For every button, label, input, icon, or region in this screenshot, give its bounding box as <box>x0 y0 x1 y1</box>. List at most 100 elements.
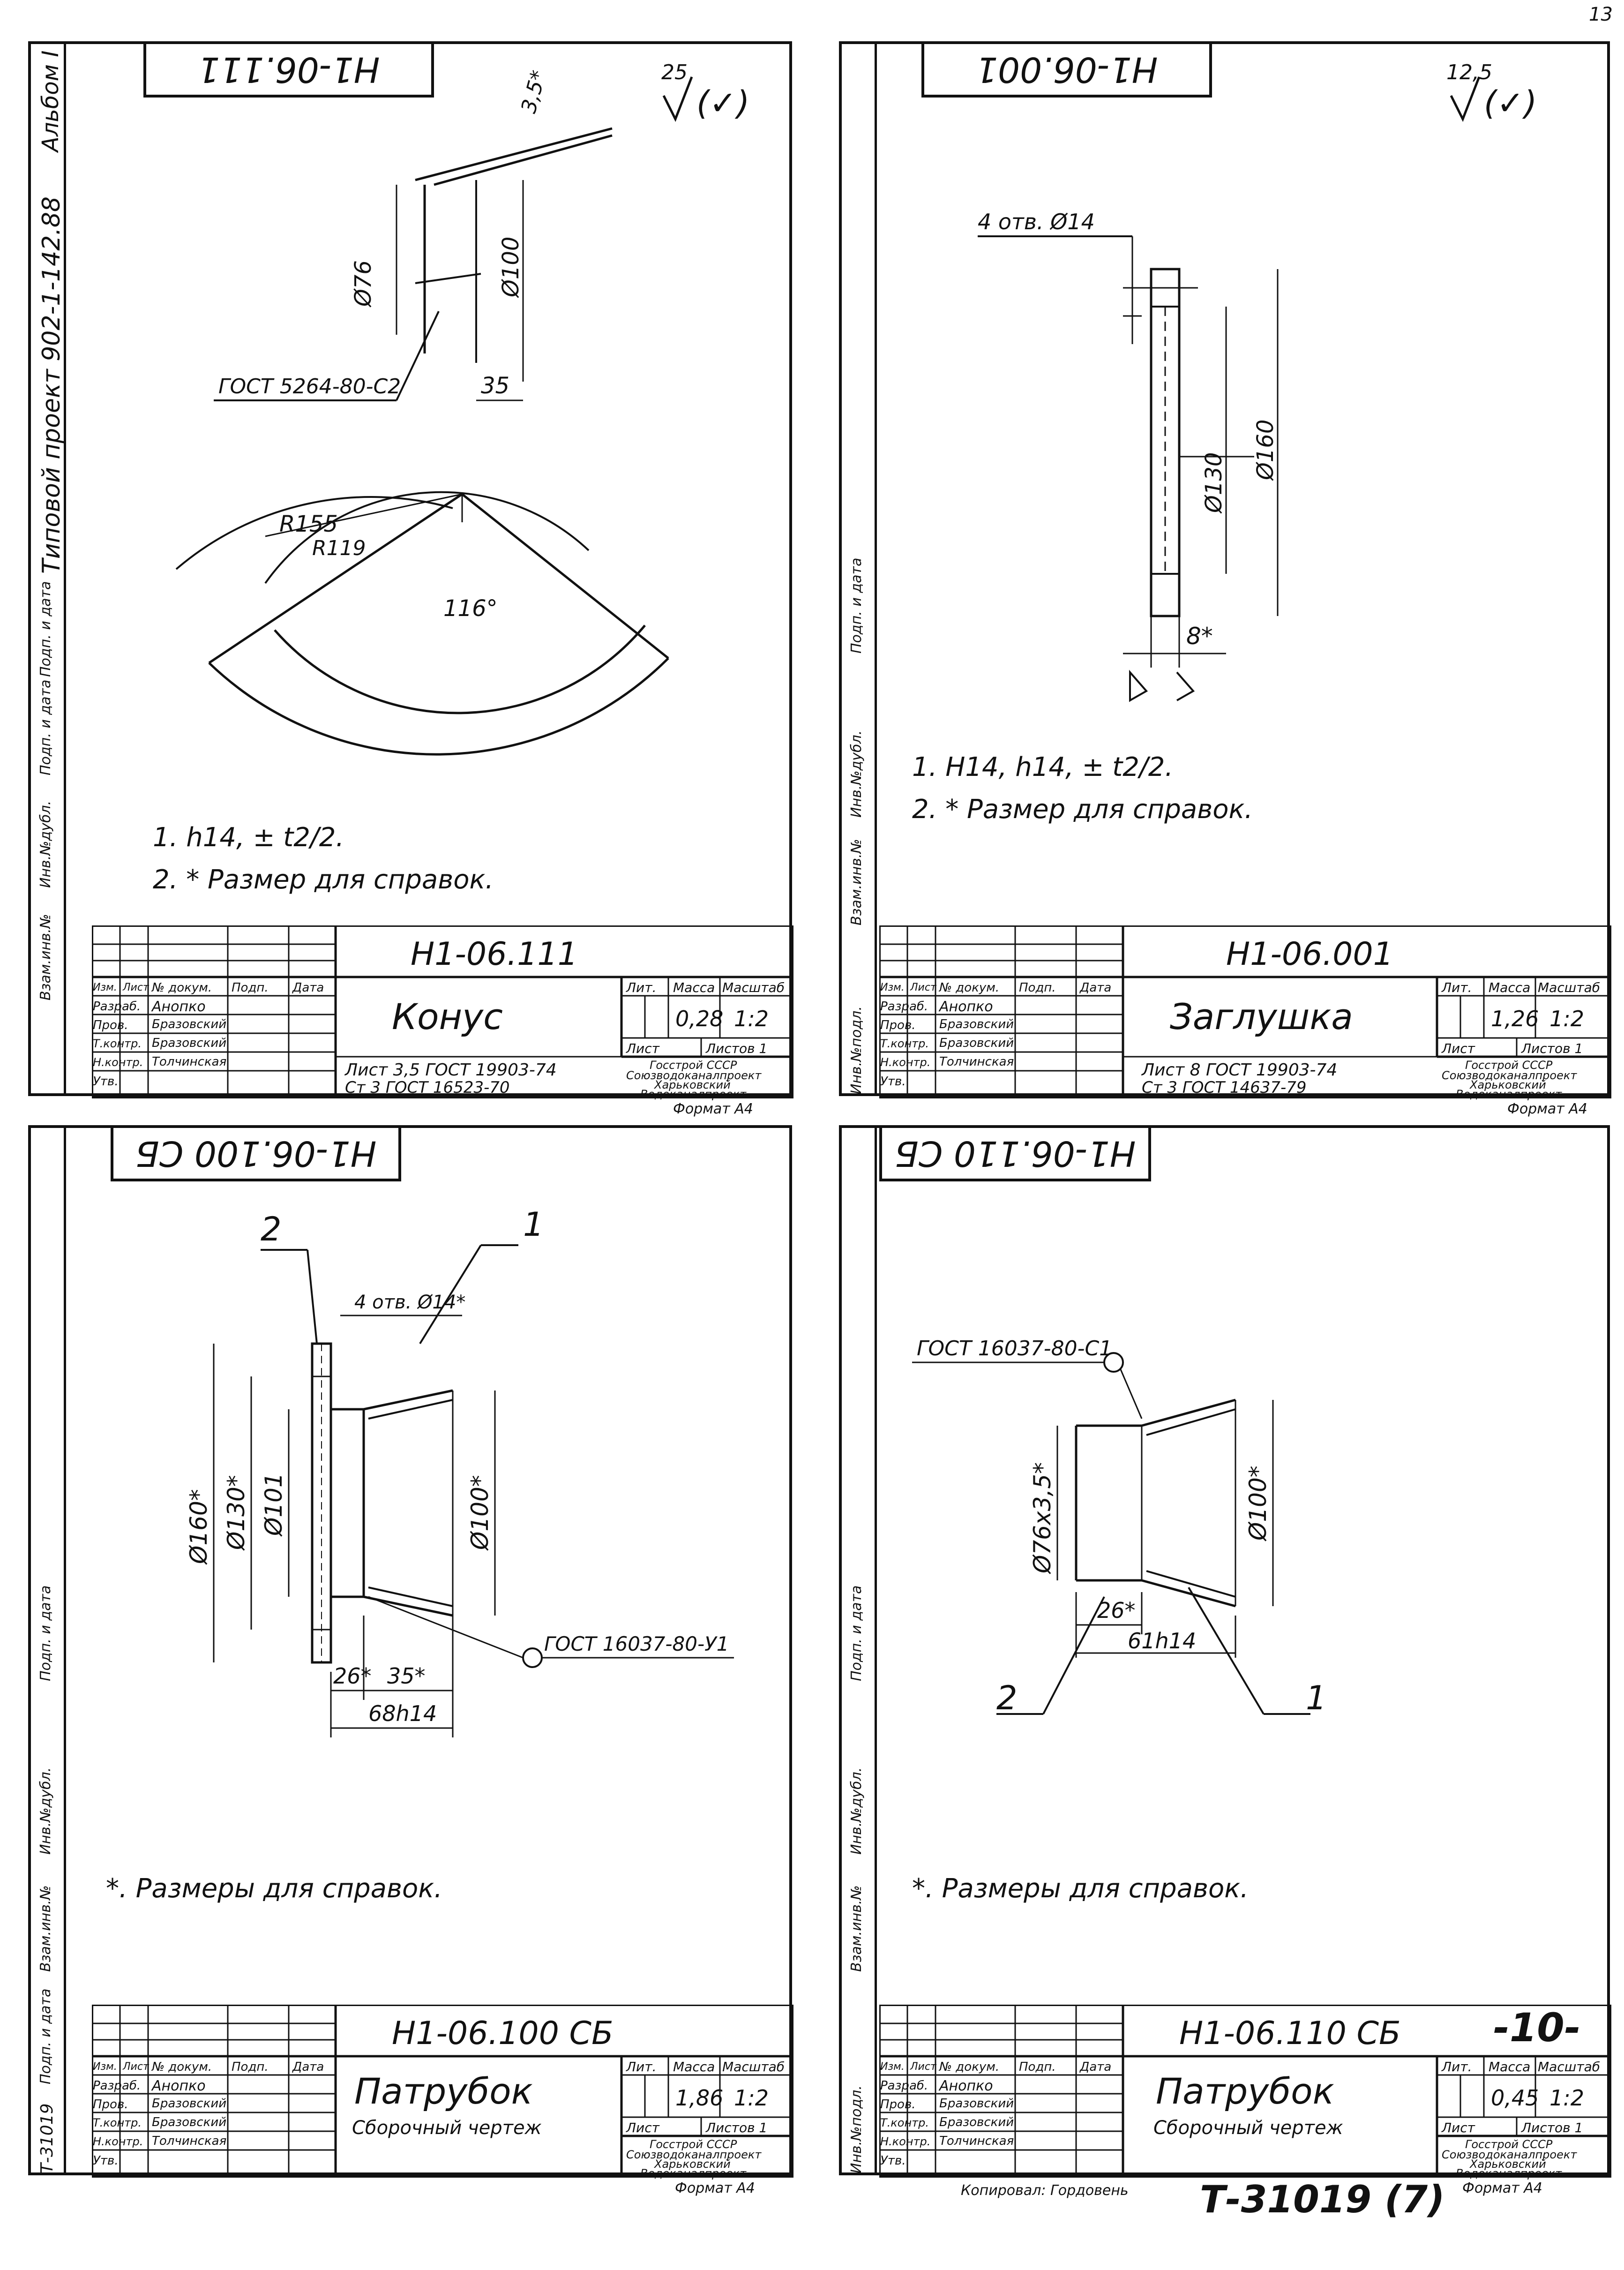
tb-format: Формат А4 <box>1507 1101 1587 1117</box>
drawing-sheet-patrubok-110: Подп. и дата Инв.№дубл. Взам.инв.№ Инв.№… <box>839 1125 1611 2180</box>
dim-d130: Ø130 <box>1201 452 1227 514</box>
tb-name: Бразовский <box>152 1036 227 1050</box>
tb-h-lit: Лит. <box>626 2059 657 2075</box>
tb-name: Анопко <box>152 999 206 1015</box>
tb-org-4: Водоканалпроект <box>640 1088 747 1101</box>
drawing-patrubok-100: 2 1 4 отв. Ø14* Ø160* Ø130* Ø101 Ø100* <box>185 1205 734 1737</box>
tb-h-lit: Лит. <box>1442 2059 1472 2075</box>
tb-subtitle: Сборочный чертеж <box>1153 2117 1343 2139</box>
tb-name: Толчинская <box>939 1055 1014 1069</box>
bottom-stamp: Т-31019 (7) <box>1200 2178 1445 2221</box>
tb-h-sign: Подп. <box>1019 981 1056 995</box>
tb-h-izm: Изм. <box>880 2061 905 2073</box>
tb-format: Формат А4 <box>1462 2180 1542 2196</box>
note-1: 1. h14, ± t2/2. <box>153 822 344 853</box>
tb-subtitle: Сборочный чертеж <box>352 2117 542 2139</box>
radius-r119: R119 <box>312 536 366 560</box>
tb-name: Бразовский <box>152 2097 227 2111</box>
dim-68h14: 68h14 <box>368 1701 437 1726</box>
tb-role: Н.контр. <box>93 1056 143 1069</box>
dim-d101: Ø101 <box>260 1473 287 1537</box>
tb-scale: 1:2 <box>1549 1006 1585 1031</box>
tb-code: Н1-06.100 СБ <box>392 2015 614 2052</box>
side-label: Инв.№подл. <box>848 1006 865 1094</box>
tb-org-4: Водоканалпроект <box>1456 1088 1562 1101</box>
dim-61h14: 61h14 <box>1128 1628 1196 1654</box>
roughness-circle-mark: (✓) <box>696 84 749 122</box>
tb-scale: 1:2 <box>734 2085 769 2111</box>
tb-h-doc: № докум. <box>939 2060 1000 2074</box>
tb-mass: 1,26 <box>1491 1006 1539 1031</box>
dim-d160: Ø160 <box>1252 420 1279 481</box>
tb-h-lit: Лит. <box>1442 980 1472 995</box>
tb-mass: 1,86 <box>675 2085 724 2111</box>
side-label: Инв.№подл. <box>848 2085 865 2173</box>
tb-h-date: Дата <box>1080 981 1112 995</box>
part-number-2: 2 <box>261 1210 282 1248</box>
tb-material-1: Лист 8 ГОСТ 19903-74 <box>1142 1060 1338 1080</box>
dim-26: 26* <box>1097 1598 1136 1623</box>
tb-role: Утв. <box>880 1075 906 1089</box>
tb-mass: 0,28 <box>675 1006 724 1031</box>
sheet-code-box: Н1-06.110 СБ <box>879 1125 1151 1181</box>
tb-title: Патрубок <box>354 2070 533 2112</box>
tb-h-sign: Подп. <box>232 981 269 995</box>
weld-spec: ГОСТ 16037-80-С1 <box>917 1337 1112 1360</box>
note-1: *. Размеры для справок. <box>912 1873 1249 1904</box>
tb-h-sheets: Листов 1 <box>706 1041 768 1056</box>
tb-title: Патрубок <box>1156 2070 1334 2112</box>
tb-role: Разраб. <box>880 2079 928 2093</box>
dim-d160: Ø160* <box>185 1489 212 1565</box>
tb-format: Формат А4 <box>673 1101 753 1117</box>
tb-title: Конус <box>392 996 503 1037</box>
side-column <box>31 44 66 1093</box>
tb-h-lit: Лит. <box>626 980 657 995</box>
title-block-grid <box>92 2005 793 2178</box>
tb-org-3: Харьковский <box>1470 1078 1546 1091</box>
drawing-patrubok-110: ГОСТ 16037-80-С1 Ø76х3,5* Ø100* 26* 61h1… <box>912 1337 1327 1717</box>
tb-h-doc: № докум. <box>939 981 1000 995</box>
tb-role: Пров. <box>93 1018 128 1032</box>
tb-h-list: Лист <box>910 2061 936 2073</box>
drawing-sheet-konus: Альбом I Типовой проект 902-1-142.88 Под… <box>28 41 793 1117</box>
dim-holes: 4 отв. Ø14* <box>354 1292 465 1313</box>
weld-spec: ГОСТ 16037-80-У1 <box>544 1632 729 1655</box>
tb-org-3: Харьковский <box>654 1078 731 1091</box>
tb-h-scale: Масштаб <box>722 980 785 995</box>
tb-h-list: Лист <box>123 982 149 993</box>
side-column <box>842 44 877 1093</box>
tb-name: Бразовский <box>152 2115 227 2129</box>
tb-mass: 0,45 <box>1491 2085 1539 2111</box>
tb-name: Бразовский <box>939 1036 1014 1050</box>
roughness-value: 12,5 <box>1446 60 1492 84</box>
tb-role: Т.контр. <box>880 2116 929 2129</box>
tb-h-scale: Масштаб <box>722 2059 785 2075</box>
tb-org-1: Госстрой СССР <box>1465 1059 1553 1072</box>
tb-code: Н1-06.110 СБ <box>1179 2015 1401 2052</box>
tb-role: Пров. <box>93 2097 128 2112</box>
dim-d100: Ø100* <box>466 1475 494 1551</box>
tb-org-4: Водоканалпроект <box>1456 2167 1562 2180</box>
tb-h-doc: № докум. <box>152 2060 212 2074</box>
tb-name: Бразовский <box>939 1017 1014 1031</box>
tb-h-izm: Изм. <box>880 982 905 993</box>
page-corner-number: 13 <box>1589 4 1613 25</box>
side-label: Подп. и дата <box>37 1988 54 2084</box>
tb-material-1: Лист 3,5 ГОСТ 19903-74 <box>345 1060 557 1080</box>
tb-format: Формат А4 <box>675 2180 755 2196</box>
tb-h-sheets: Листов 1 <box>706 2120 768 2135</box>
side-column <box>31 1128 66 2172</box>
tb-h-sheet: Лист <box>626 2120 659 2135</box>
dim-length: 35 <box>481 373 509 399</box>
tb-org-1: Госстрой СССР <box>1465 2138 1553 2151</box>
tb-scale: 1:2 <box>734 1006 769 1031</box>
tb-h-mass: Масса <box>673 2059 715 2075</box>
dim-26: 26* <box>333 1663 372 1689</box>
tb-role: Т.контр. <box>880 1037 929 1050</box>
angle-116: 116° <box>443 595 498 622</box>
dim-thickness: 8* <box>1186 623 1213 650</box>
weld-mark <box>1129 669 1195 702</box>
tb-h-sheets: Листов 1 <box>1521 2120 1583 2135</box>
dim-thickness: 3,5* <box>516 68 551 116</box>
radius-r155: R155 <box>279 511 338 537</box>
